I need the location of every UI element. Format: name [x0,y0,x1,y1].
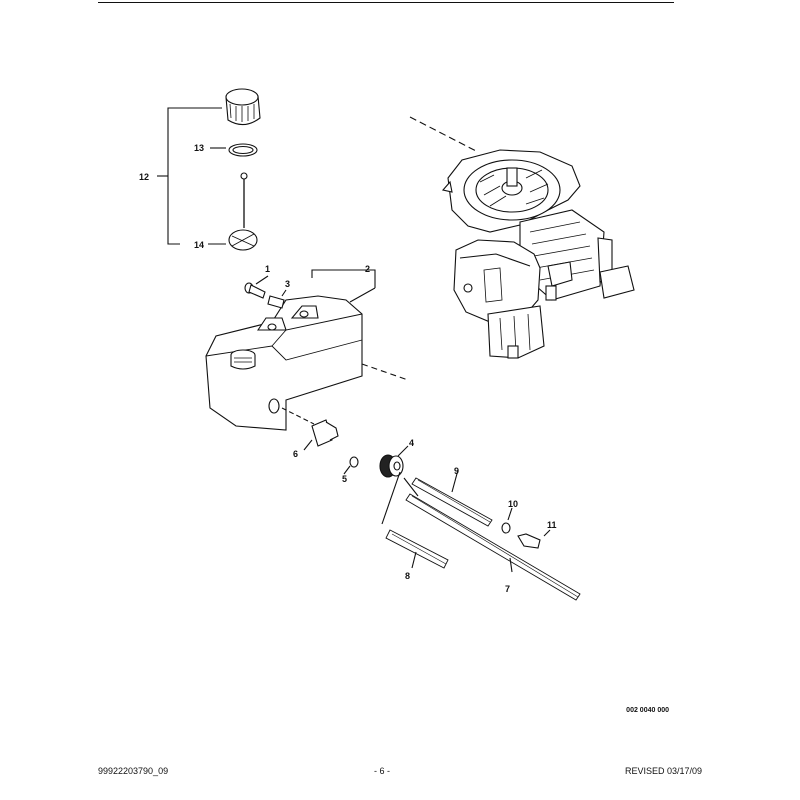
callout-7: 7 [505,584,510,594]
callout-12: 12 [139,172,149,182]
callout-11: 11 [547,520,557,530]
fuel-line-parts [303,419,581,601]
figure-id: 002 0040 000 [626,707,669,714]
callout-10: 10 [508,499,518,509]
callout-9: 9 [454,466,459,476]
callout-14: 14 [194,240,204,250]
footer-page-number: - 6 - [374,766,391,776]
callout-4: 4 [409,438,414,448]
fuel-tank [205,269,409,431]
callout-6: 6 [293,449,298,459]
footer-doc-number: 99922203790_09 [98,766,169,776]
callout-13: 13 [194,143,204,153]
callout-2: 2 [365,264,370,274]
callout-3: 3 [285,279,290,289]
callouts: 1 2 3 4 5 6 7 8 9 10 11 12 13 14 [139,143,557,594]
callout-1: 1 [265,264,270,274]
fuel-cap-group [157,88,261,251]
callout-8: 8 [405,571,410,581]
callout-5: 5 [342,474,347,484]
top-rule [98,2,674,3]
engine-assembly [409,116,635,359]
footer-revised-date: REVISED 03/17/09 [624,766,702,776]
screw-and-bushing [244,275,287,309]
